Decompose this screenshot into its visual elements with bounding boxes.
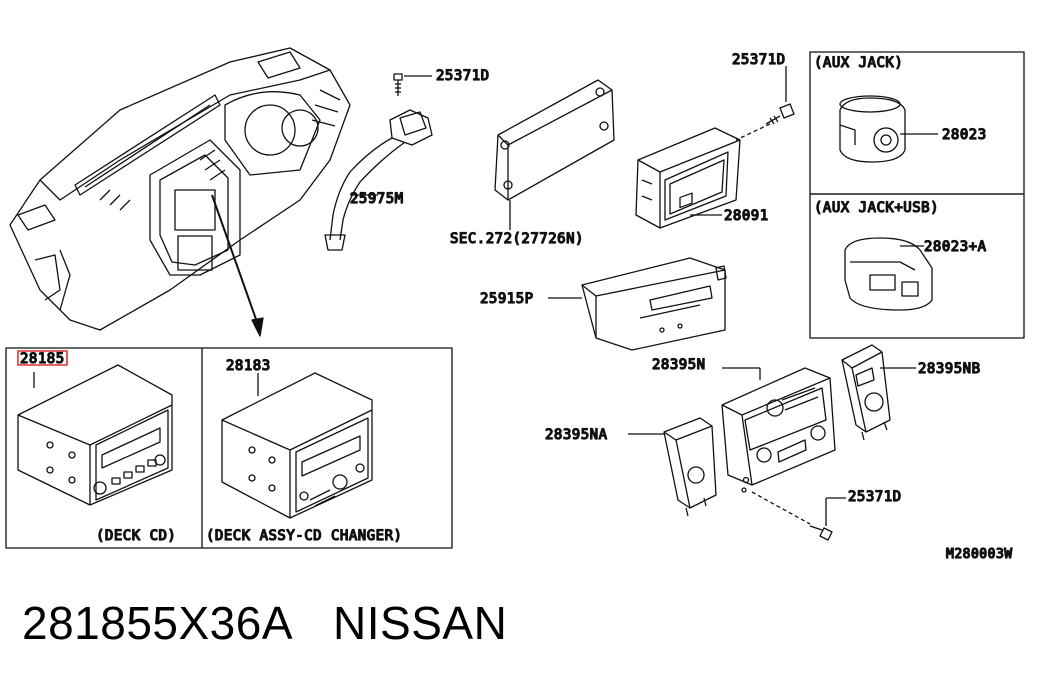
caption-deck-cd: (DECK CD) <box>96 528 176 544</box>
diagram-code: M280003W <box>946 547 1013 562</box>
parts-diagram: 25371D 25975M SEC.272(27726N) 25371D 2 <box>5 47 1025 563</box>
unit-25915p <box>548 257 727 351</box>
deck-changer-unit <box>221 372 373 519</box>
label-bezel: 28395N <box>652 357 706 373</box>
bolt-25371d-right-top <box>735 66 795 141</box>
label-bolt-top: 25371D <box>436 68 490 84</box>
arrow-to-audio-units <box>211 194 264 337</box>
deck-cd-unit <box>17 364 173 506</box>
highlight-box <box>17 350 68 366</box>
footer-brand: NISSAN <box>333 597 508 649</box>
label-aux-usb: 28023+A <box>924 239 987 255</box>
switch-28395nb <box>841 344 916 441</box>
bolt-25371d-top <box>393 73 432 96</box>
label-deck-changer: 28183 <box>226 358 271 374</box>
aux-jack-title: (AUX JACK) <box>814 55 903 71</box>
label-display: 28091 <box>724 208 769 224</box>
footer-caption: 281855X36A NISSAN <box>22 596 547 650</box>
label-aux-jack: 28023 <box>942 127 987 143</box>
label-deck-cd: 28185 <box>20 351 65 367</box>
label-switch-nb: 28395NB <box>918 361 981 377</box>
switch-28395na <box>628 192 717 517</box>
bolt-25371d-bottom <box>751 491 846 541</box>
bracket-sec272 <box>494 79 615 230</box>
aux-usb-box <box>809 193 1025 339</box>
cable-25975m <box>324 109 433 251</box>
bezel-28395n <box>721 367 836 493</box>
aux-usb-title: (AUX JACK+USB) <box>814 200 939 216</box>
label-bracket: SEC.272(27726N) <box>450 231 584 247</box>
label-unit-25915p: 25915P <box>480 291 534 307</box>
caption-deck-changer: (DECK ASSY-CD CHANGER) <box>206 528 402 544</box>
label-cable: 25975M <box>350 191 404 207</box>
deck-boxes-frame <box>5 347 453 549</box>
aux-jack-box <box>809 51 1025 195</box>
display-28091 <box>635 127 741 229</box>
label-bolt-right-top: 25371D <box>732 52 786 68</box>
dashboard-illustration <box>9 47 351 331</box>
label-bolt-bottom: 25371D <box>848 489 902 505</box>
label-switch-na: 28395NA <box>545 427 608 443</box>
footer-part-number: 281855X36A <box>22 597 294 649</box>
